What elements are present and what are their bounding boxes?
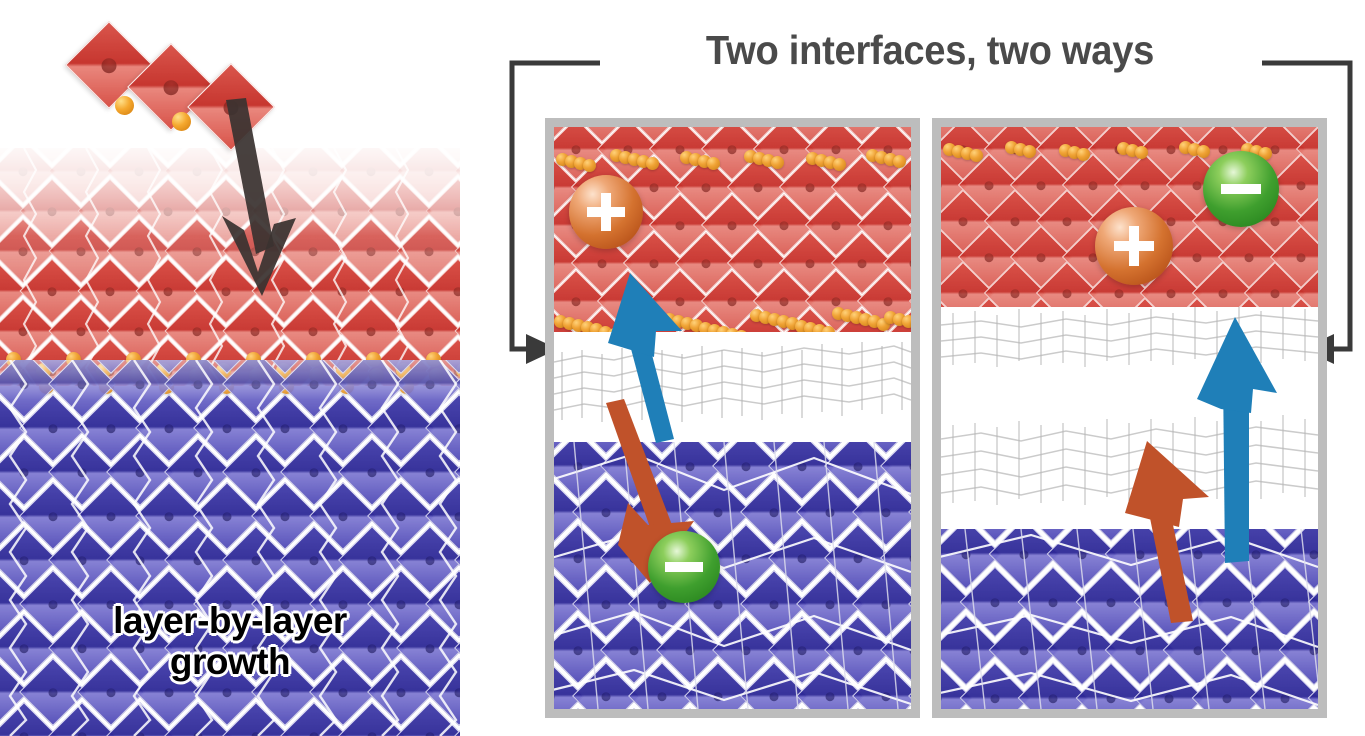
panel-interface-two-content <box>941 127 1318 709</box>
panel1-organic-layer <box>554 332 911 442</box>
ion <box>1077 148 1090 162</box>
ion <box>1023 145 1036 159</box>
ion <box>833 158 846 172</box>
left-growth-schematic: layer-by-layer growth <box>0 0 460 736</box>
panel-interface-two[interactable] <box>932 118 1327 718</box>
panel2-blue-octahedra <box>941 529 1318 709</box>
ion <box>646 157 659 171</box>
blue-octahedra-lattice <box>0 360 460 736</box>
free-ion <box>115 96 134 115</box>
panel2-blue-layer <box>941 529 1318 709</box>
panel2-negative-charge <box>1203 151 1279 227</box>
ion <box>707 157 720 171</box>
panel2-organic-layer <box>941 307 1318 529</box>
plus-icon <box>587 193 625 231</box>
panel2-positive-charge <box>1095 207 1173 285</box>
panel1-blue-octahedra <box>554 442 911 709</box>
figure-title: Two interfaces, two ways <box>705 27 1155 73</box>
panel1-blue-layer <box>554 442 911 709</box>
panel1-ion-row-lower <box>554 307 911 347</box>
ion <box>583 159 596 173</box>
free-ion <box>172 112 191 131</box>
panel-interface-one[interactable] <box>545 118 920 718</box>
ion <box>1135 146 1148 160</box>
minus-icon <box>665 548 703 586</box>
panel1-ion-row-upper <box>554 149 911 173</box>
panel1-positive-charge <box>569 175 643 249</box>
panel1-organic-strands <box>554 342 911 422</box>
panel1-negative-charge <box>648 531 720 603</box>
ion <box>771 156 784 170</box>
blue-perovskite-slab <box>0 360 460 736</box>
panel2-organic-strands <box>941 307 1318 505</box>
plus-icon <box>1114 226 1154 266</box>
panel-interface-one-content <box>554 127 911 709</box>
ion <box>902 315 911 329</box>
ion <box>1197 145 1210 159</box>
minus-icon <box>1221 169 1261 209</box>
deposition-arrow-icon <box>222 98 296 296</box>
ion <box>893 155 906 169</box>
ion <box>970 149 983 163</box>
